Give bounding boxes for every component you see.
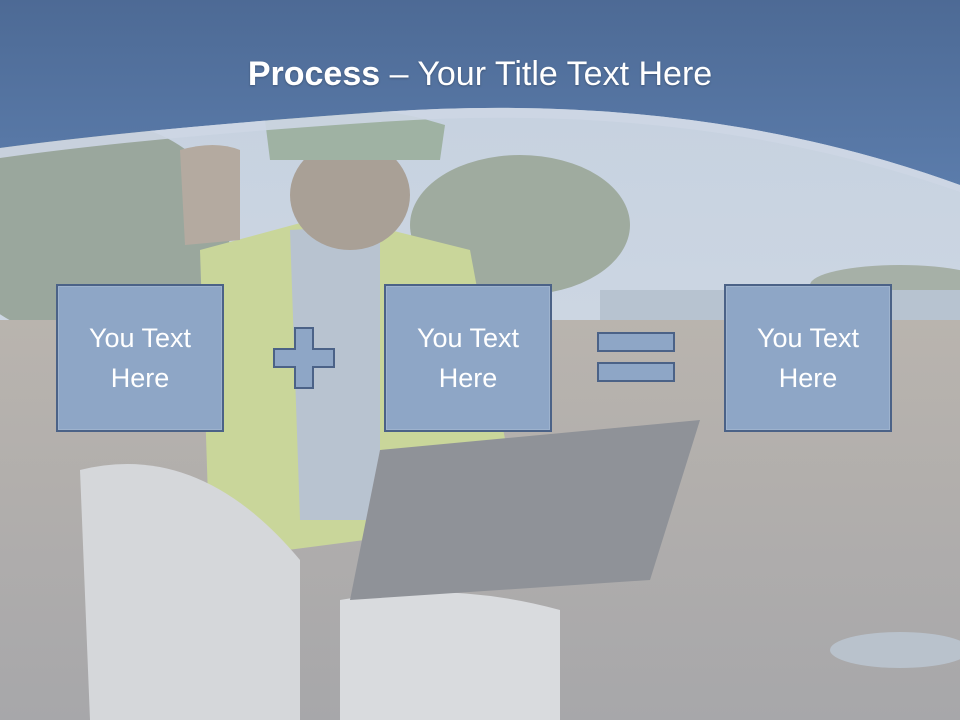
box-2-line-2: Here <box>438 363 498 393</box>
equals-icon <box>597 332 675 382</box>
box-3-text: You Text Here <box>737 318 879 398</box>
process-box-3[interactable]: You Text Here <box>724 284 892 432</box>
box-3-line-1: You Text <box>756 323 860 353</box>
title-bold: Process <box>247 55 381 93</box>
process-box-1[interactable]: You Text Here <box>56 284 224 432</box>
plus-icon <box>273 327 335 389</box>
slide-title: Process – Your Title Text Here <box>0 52 960 96</box>
box-1-line-1: You Text <box>88 323 192 353</box>
title-text: – Your Title Text Here <box>380 55 713 93</box>
box-2-text: You Text Here <box>397 318 539 398</box>
process-box-2[interactable]: You Text Here <box>384 284 552 432</box>
box-3-line-2: Here <box>778 363 838 393</box>
box-1-text: You Text Here <box>69 318 211 398</box>
box-2-line-1: You Text <box>416 323 520 353</box>
box-1-line-2: Here <box>110 363 170 393</box>
